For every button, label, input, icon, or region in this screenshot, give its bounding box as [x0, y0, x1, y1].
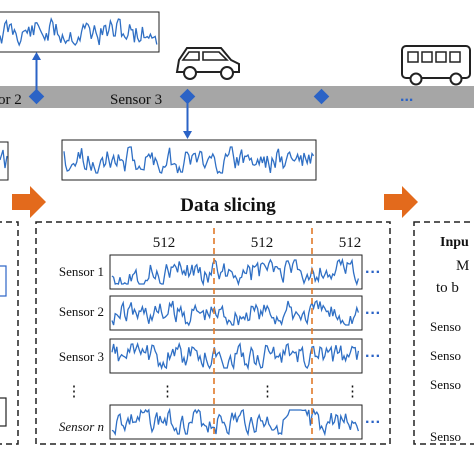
row-label-vdots: ⋮ — [67, 384, 82, 400]
signal-trace-left-partial — [0, 149, 8, 169]
signal-trace-middle — [63, 146, 315, 175]
row-ellipsis-3: ··· — [365, 348, 381, 365]
row-ellipsis-n: ··· — [365, 414, 381, 431]
right-panel-line-2: to b — [436, 280, 459, 296]
flow-arrow-left — [12, 186, 46, 218]
sensor-marker-3 — [179, 88, 196, 105]
signal-trace-sensor-3 — [111, 341, 360, 371]
bus-icon — [401, 45, 471, 86]
right-panel-sensor-1: Senso — [430, 319, 461, 334]
window-label-1: 512 — [153, 235, 176, 251]
vdots-col-3: ⋮ — [345, 384, 360, 400]
window-label-3: 512 — [339, 235, 362, 251]
right-panel-sensor-2: Senso — [430, 348, 461, 363]
row-label-sensor-3: Sensor 3 — [59, 349, 104, 364]
road-sensor-label-2: or 2 — [0, 92, 22, 108]
signal-trace-sensor-1 — [111, 257, 360, 287]
left-panel-small-box-2 — [0, 397, 7, 427]
arrowhead-up — [32, 52, 41, 60]
arrowhead-down — [183, 131, 192, 139]
left-dashed-panel — [0, 221, 19, 445]
road-ellipsis: ... — [400, 88, 413, 105]
row-box-sensor-1 — [109, 254, 363, 290]
right-panel-sensor-4: Senso — [430, 429, 461, 444]
right-panel-title: Inpu — [440, 235, 469, 250]
signal-trace-sensor-n — [111, 407, 360, 437]
row-ellipsis-2: ··· — [365, 305, 381, 322]
section-title: Data slicing — [180, 195, 276, 216]
signal-trace-sensor-2 — [111, 299, 360, 327]
right-dashed-panel — [413, 221, 474, 445]
row-label-sensor-1: Sensor 1 — [59, 264, 104, 279]
car-icon — [175, 47, 240, 80]
right-panel-line-1: M — [456, 258, 469, 274]
row-ellipsis-1: ··· — [365, 264, 381, 281]
left-panel-small-box-1 — [0, 265, 7, 297]
vdots-col-1: ⋮ — [160, 384, 175, 400]
vdots-col-2: ⋮ — [260, 384, 275, 400]
row-label-sensor-2: Sensor 2 — [59, 304, 104, 319]
window-label-2: 512 — [251, 235, 274, 251]
row-box-sensor-2 — [109, 295, 363, 331]
slicing-panel — [35, 221, 391, 445]
sensor-marker-2 — [28, 88, 45, 105]
signal-trace-top — [0, 17, 158, 47]
row-label-sensor-n: Sensor n — [59, 419, 104, 434]
road-bar — [0, 86, 474, 108]
right-panel-sensor-3: Senso — [430, 377, 461, 392]
road-sensor-label-3: Sensor 3 — [110, 92, 162, 108]
row-box-sensor-n — [109, 404, 363, 440]
flow-arrow-right — [384, 186, 418, 218]
